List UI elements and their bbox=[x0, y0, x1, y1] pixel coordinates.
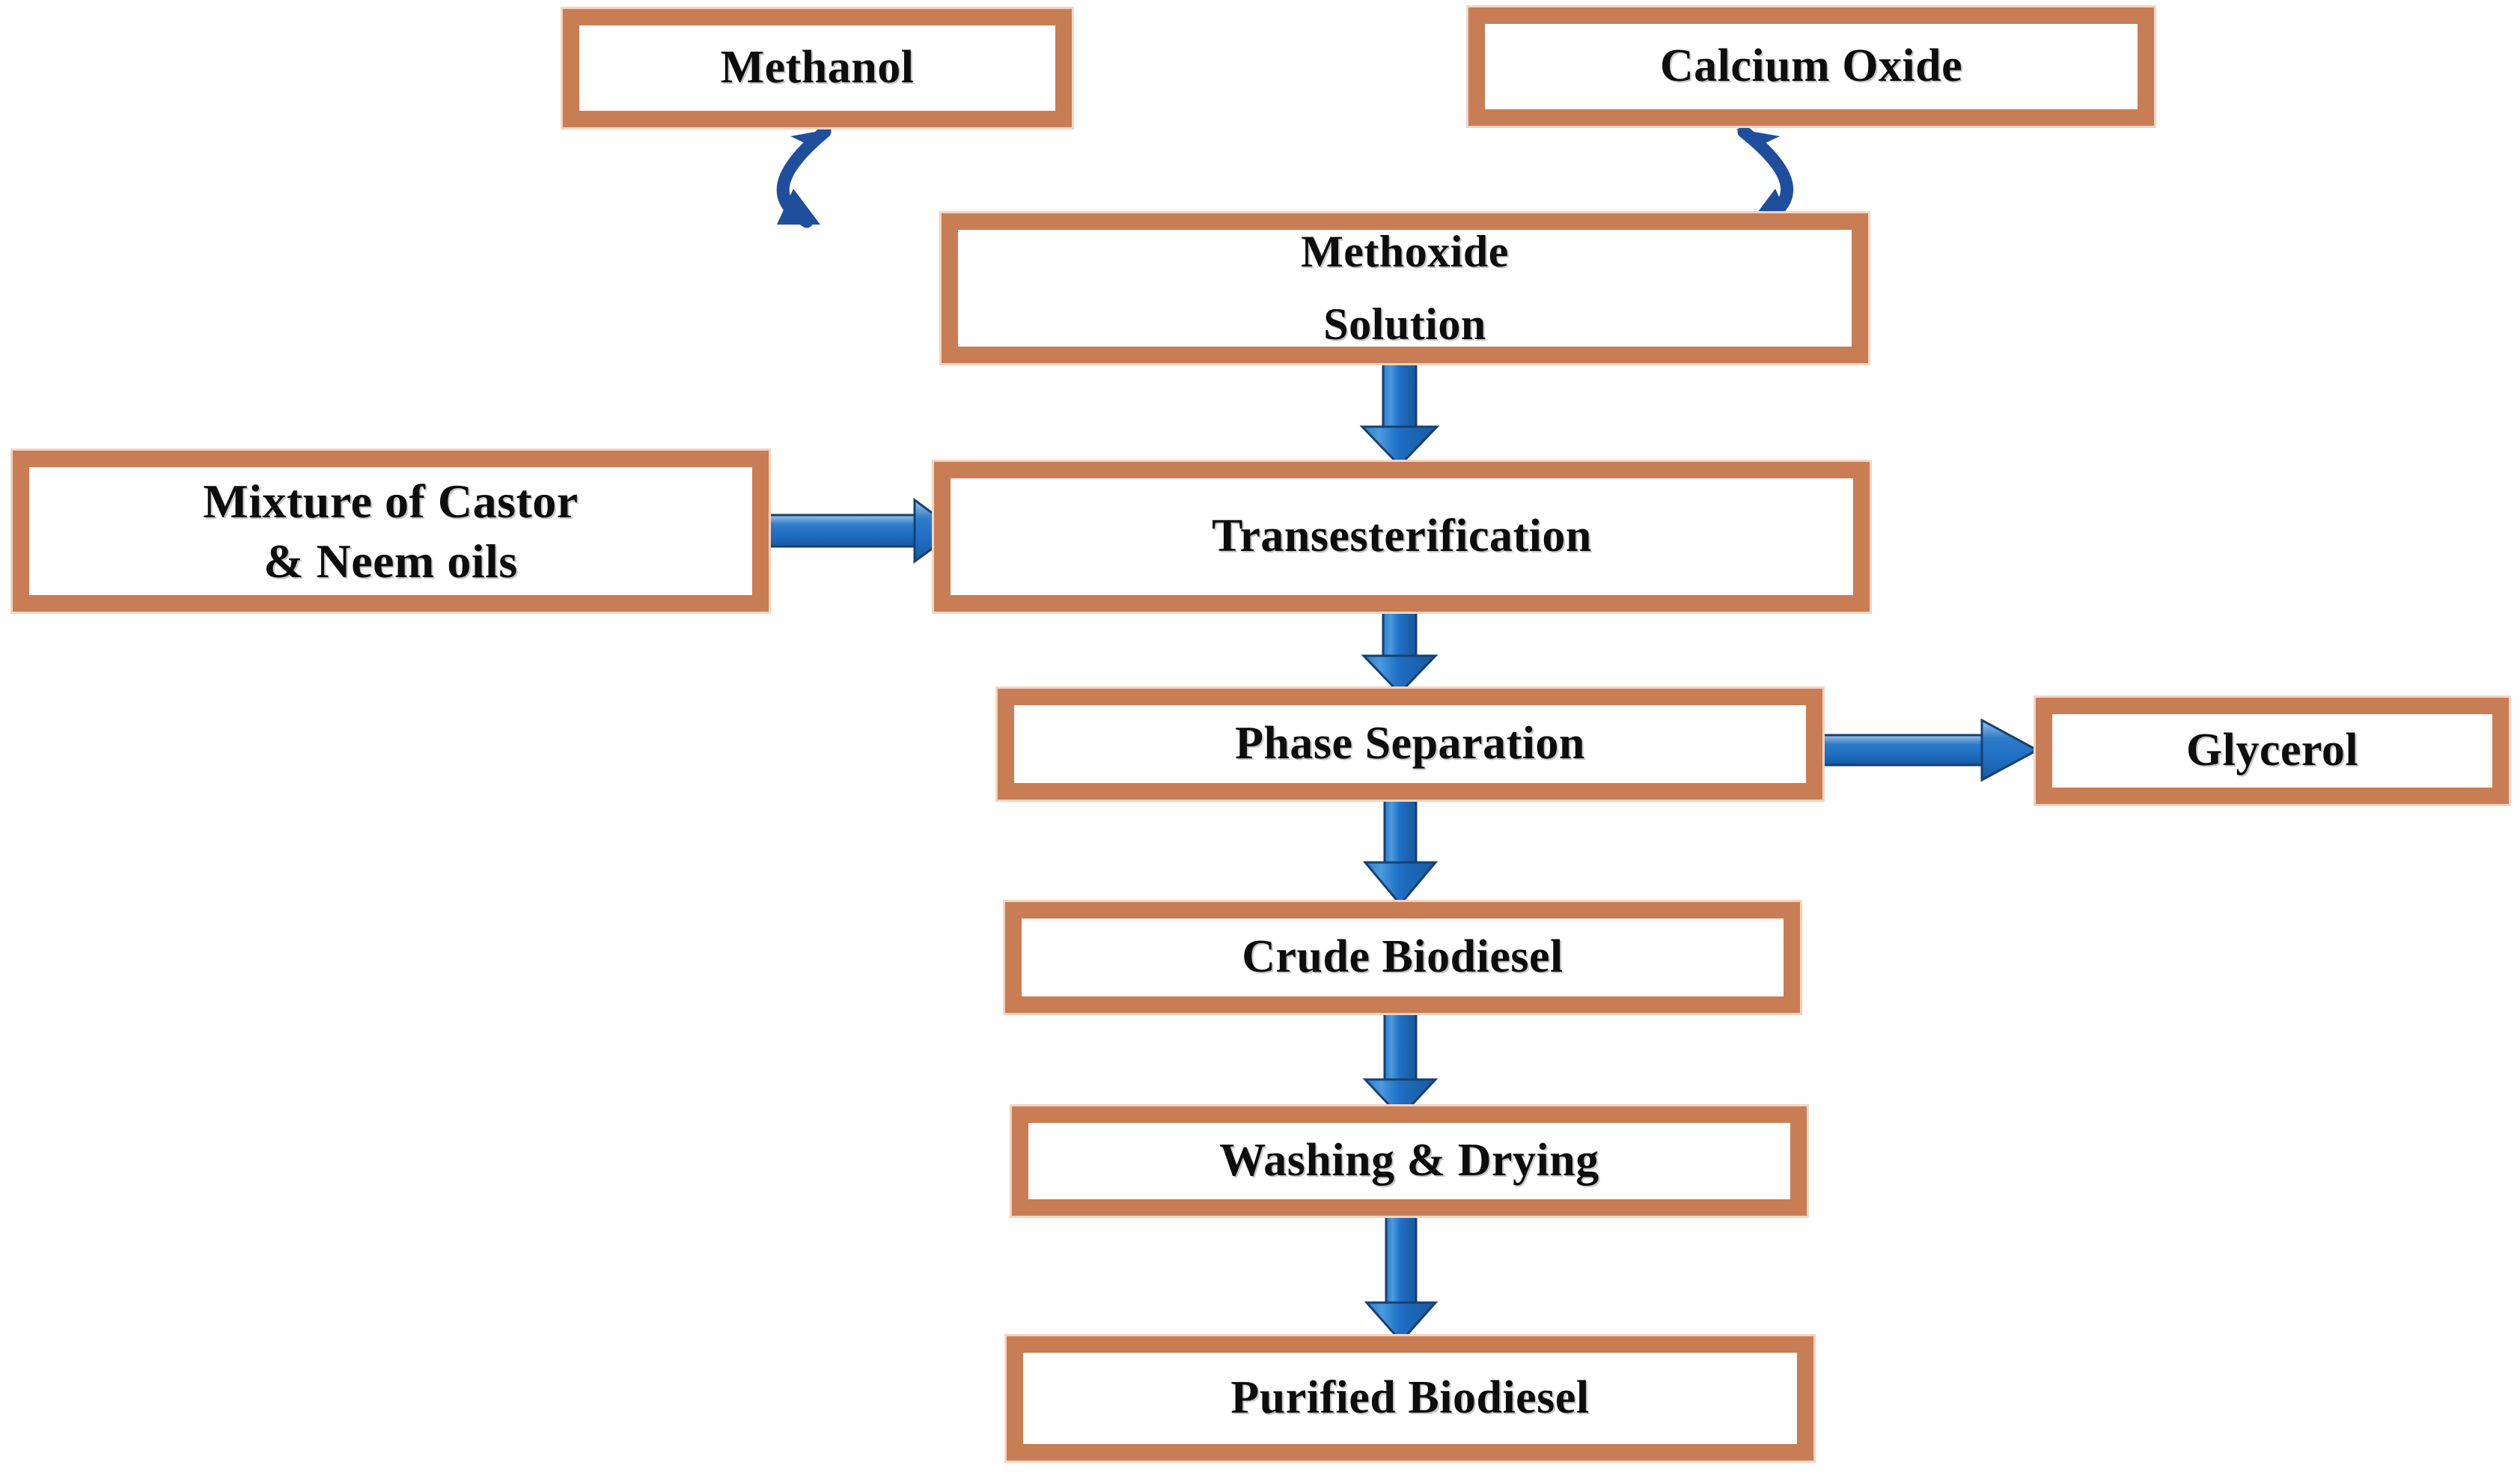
node-glycerol-label: Glycerol bbox=[2185, 725, 2359, 776]
edge-mixture-to-transesterification bbox=[767, 498, 959, 564]
node-calcium-oxide[interactable]: Calcium Oxide bbox=[1466, 5, 2156, 128]
node-methoxide-solution-label: Methoxide Solution bbox=[1301, 226, 1509, 349]
node-methoxide-solution[interactable]: Methoxide Solution bbox=[939, 211, 1870, 365]
node-phase-separation-label: Phase Separation bbox=[1235, 718, 1585, 770]
node-purified-biodiesel[interactable]: Purified Biodiesel bbox=[1004, 1334, 1816, 1463]
node-transesterification-label: Transesterification bbox=[1212, 511, 1592, 562]
edge-washingdrying-to-purifiedbiodiesel bbox=[1364, 1214, 1439, 1344]
node-transesterification[interactable]: Transesterification bbox=[932, 460, 1872, 614]
node-mixture-of-oils[interactable]: Mixture of Castor & Neem oils bbox=[10, 448, 771, 614]
node-crude-biodiesel-label: Crude Biodiesel bbox=[1242, 931, 1563, 983]
node-crude-biodiesel[interactable]: Crude Biodiesel bbox=[1003, 900, 1802, 1015]
edge-phaseseparation-to-crudebiodiesel bbox=[1362, 798, 1439, 907]
node-methanol[interactable]: Methanol bbox=[561, 7, 1074, 130]
edge-methanol-to-methoxide bbox=[776, 125, 832, 228]
edge-transesterification-to-phaseseparation bbox=[1361, 610, 1439, 695]
edge-calciumoxide-to-methoxide bbox=[1736, 125, 1794, 228]
node-calcium-oxide-label: Calcium Oxide bbox=[1659, 40, 1963, 92]
node-methanol-label: Methanol bbox=[720, 42, 915, 94]
node-mixture-of-oils-label: Mixture of Castor & Neem oils bbox=[203, 474, 579, 588]
edge-crudebiodiesel-to-washingdrying bbox=[1362, 1011, 1439, 1119]
edge-phaseseparation-to-glycerol bbox=[1821, 718, 2040, 782]
node-washing-and-drying[interactable]: Washing & Drying bbox=[1010, 1104, 1809, 1218]
node-phase-separation[interactable]: Phase Separation bbox=[995, 686, 1825, 802]
node-purified-biodiesel-label: Purified Biodiesel bbox=[1230, 1372, 1590, 1424]
node-washing-and-drying-label: Washing & Drying bbox=[1219, 1135, 1599, 1187]
node-glycerol[interactable]: Glycerol bbox=[2034, 695, 2511, 806]
edge-methoxide-to-transesterification bbox=[1359, 362, 1440, 468]
